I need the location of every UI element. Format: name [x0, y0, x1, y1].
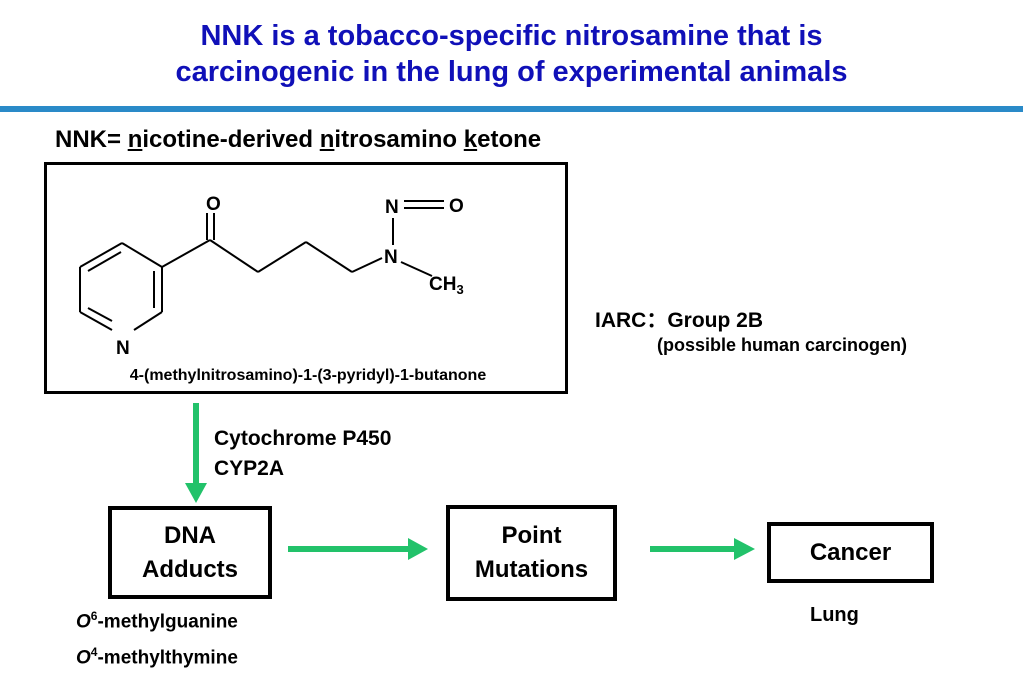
metabolism-arrow-head: [185, 483, 207, 503]
enzyme-line-2: CYP2A: [214, 457, 285, 480]
adduct-o6-methylguanine: O6-methylguanine: [76, 609, 238, 633]
methyl-subscript: 3: [456, 282, 463, 297]
point-mutations-box: Point Mutations: [446, 505, 617, 601]
methyl-ch: CH: [429, 274, 456, 295]
nitroso-oxygen: O: [449, 196, 464, 217]
enzyme-label: Cytochrome P450 CYP2A: [214, 424, 391, 484]
definition-word1-rest: icotine-derived: [142, 126, 320, 153]
chemical-name: 4-(methylnitrosamino)-1-(3-pyridyl)-1-bu…: [130, 367, 487, 384]
definition-word3-rest: etone: [477, 126, 542, 153]
arrow1-shaft: [288, 546, 410, 552]
metabolism-arrow-shaft: [193, 403, 199, 485]
ring-bond-1: [121, 242, 163, 268]
title-line-2: carcinogenic in the lung of experimental…: [175, 56, 848, 88]
chain-bond-2: [209, 239, 259, 273]
organ-label: Lung: [810, 604, 859, 626]
dna-adducts-label: DNA Adducts: [142, 521, 238, 583]
ring-double-3: [87, 307, 113, 322]
structure-box: [44, 162, 568, 394]
adduct2-atom: O: [76, 647, 91, 669]
enzyme-line-1: Cytochrome P450: [214, 427, 392, 450]
chain-bond-4: [305, 241, 353, 273]
adduct1-position: 6: [90, 609, 98, 623]
ring-bond-3: [133, 311, 163, 331]
definition-initial-n2: n: [319, 126, 335, 153]
arrow2-head: [734, 538, 755, 560]
adduct1-atom: O: [76, 611, 91, 633]
nitroso-nitrogen: N: [385, 197, 399, 218]
adduct-o4-methylthymine: O4-methylthymine: [76, 645, 238, 669]
slide-title: NNK is a tobacco-specific nitrosamine th…: [0, 18, 1023, 90]
point-mutations-label: Point Mutations: [474, 522, 589, 583]
definition-word2-rest: itrosamino: [334, 126, 464, 153]
ring-double-1: [87, 251, 122, 272]
mutations-to-cancer-arrow: [650, 538, 755, 560]
structure-bonds: [79, 200, 444, 331]
chain-bond-5: [351, 257, 383, 273]
arrow2-shaft: [650, 546, 736, 552]
n-methyl-bond: [400, 261, 433, 277]
adduct2-position: 4: [90, 645, 98, 659]
chain-bond-1: [161, 239, 211, 268]
amine-nitrogen: N: [384, 247, 398, 268]
definition-prefix: NNK=: [55, 126, 128, 153]
nnk-definition: NNK= nicotine-derived nitrosamino ketone: [55, 126, 541, 154]
adducts-to-mutations-arrow: [288, 538, 428, 560]
ring-bond-6: [79, 242, 123, 268]
metabolism-arrow: [185, 403, 207, 503]
dna-adducts-box: DNA Adducts: [108, 506, 272, 599]
definition-initial-n1: n: [127, 126, 143, 153]
ring-bond-4: [79, 311, 113, 331]
pyridine-nitrogen: N: [116, 338, 130, 359]
title-divider: [0, 106, 1023, 112]
iarc-classification: IARC：Group 2B: [595, 309, 763, 332]
methyl-label: CH3: [429, 274, 464, 297]
arrow1-head: [408, 538, 428, 560]
ketone-oxygen: O: [206, 194, 221, 215]
cancer-box: Cancer: [767, 522, 934, 583]
iarc-description: (possible human carcinogen): [657, 335, 908, 355]
adduct2-name: -methylthymine: [97, 647, 238, 669]
adduct1-name: -methylguanine: [97, 611, 238, 633]
chain-bond-3: [257, 241, 307, 273]
title-line-1: NNK is a tobacco-specific nitrosamine th…: [200, 20, 823, 52]
cancer-label: Cancer: [809, 538, 892, 566]
definition-initial-k: k: [463, 126, 478, 153]
